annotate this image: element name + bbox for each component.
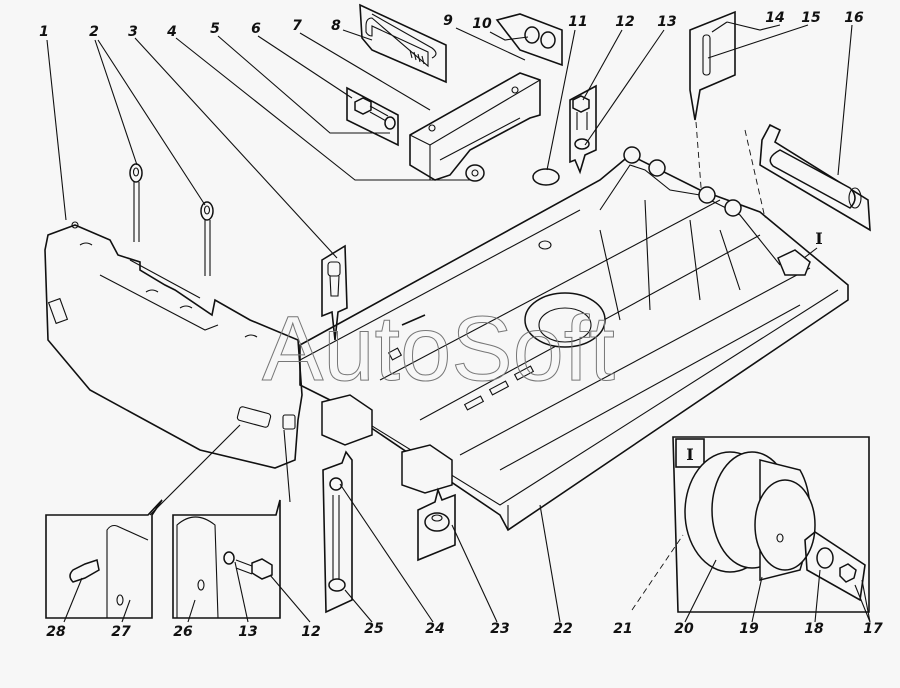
bolt-plate — [346, 86, 399, 147]
bracket-beam — [409, 72, 541, 181]
callout-20: 20 — [674, 621, 694, 637]
callout-19: 19 — [739, 621, 759, 637]
callout-9: 9 — [443, 13, 453, 29]
long-bolt-plate — [322, 450, 353, 614]
callout-23: 23 — [490, 621, 509, 637]
callout-21: 21 — [613, 621, 632, 637]
detail-marker-frame: I — [815, 229, 822, 248]
callout-17: 17 — [863, 621, 883, 637]
callout-labels: 1 2 3 4 5 6 7 8 9 10 11 12 13 14 15 16 I… — [39, 10, 883, 640]
callout-26: 26 — [173, 624, 193, 640]
callout-25: 25 — [364, 621, 384, 637]
callout-7: 7 — [292, 18, 302, 34]
callout-14: 14 — [765, 10, 784, 26]
callout-16: 16 — [844, 10, 864, 26]
main-frame — [299, 146, 849, 532]
callout-12-lower: 12 — [301, 624, 320, 640]
callout-8: 8 — [331, 18, 341, 34]
leader-lines — [46, 21, 871, 623]
callout-2: 2 — [89, 24, 99, 40]
plug — [532, 168, 560, 186]
nuts-plate — [495, 13, 563, 67]
callout-15: 15 — [801, 10, 821, 26]
plate-bolt-detail-box — [172, 499, 281, 619]
watermark: AutoSoft — [262, 298, 615, 400]
counterweight — [44, 221, 303, 469]
roller-shaft-plate — [744, 123, 871, 232]
callout-6: 6 — [251, 21, 261, 37]
screw-detail-box — [45, 499, 163, 619]
callout-24: 24 — [425, 621, 444, 637]
pin-plate — [689, 10, 736, 201]
callout-3: 3 — [128, 24, 138, 40]
callout-13-lower: 13 — [238, 624, 257, 640]
callout-27: 27 — [111, 624, 131, 640]
pad-plate — [417, 487, 456, 562]
callout-13: 13 — [657, 14, 676, 30]
callout-12: 12 — [615, 14, 634, 30]
detail-view-i: I — [672, 436, 870, 613]
callout-22: 22 — [553, 621, 572, 637]
callout-5: 5 — [210, 21, 220, 37]
callout-4: 4 — [166, 24, 177, 40]
washer — [465, 164, 485, 182]
buffer-plate — [321, 244, 348, 341]
callout-11: 11 — [568, 14, 587, 30]
u-bolt-plate — [359, 3, 447, 84]
eye-bolts — [129, 163, 214, 276]
detail-marker-box: I — [686, 445, 693, 464]
callout-28: 28 — [46, 624, 66, 640]
bolt-washer-plate — [569, 84, 597, 175]
callout-1: 1 — [39, 24, 49, 40]
callout-10: 10 — [472, 16, 492, 32]
callout-18: 18 — [804, 621, 824, 637]
